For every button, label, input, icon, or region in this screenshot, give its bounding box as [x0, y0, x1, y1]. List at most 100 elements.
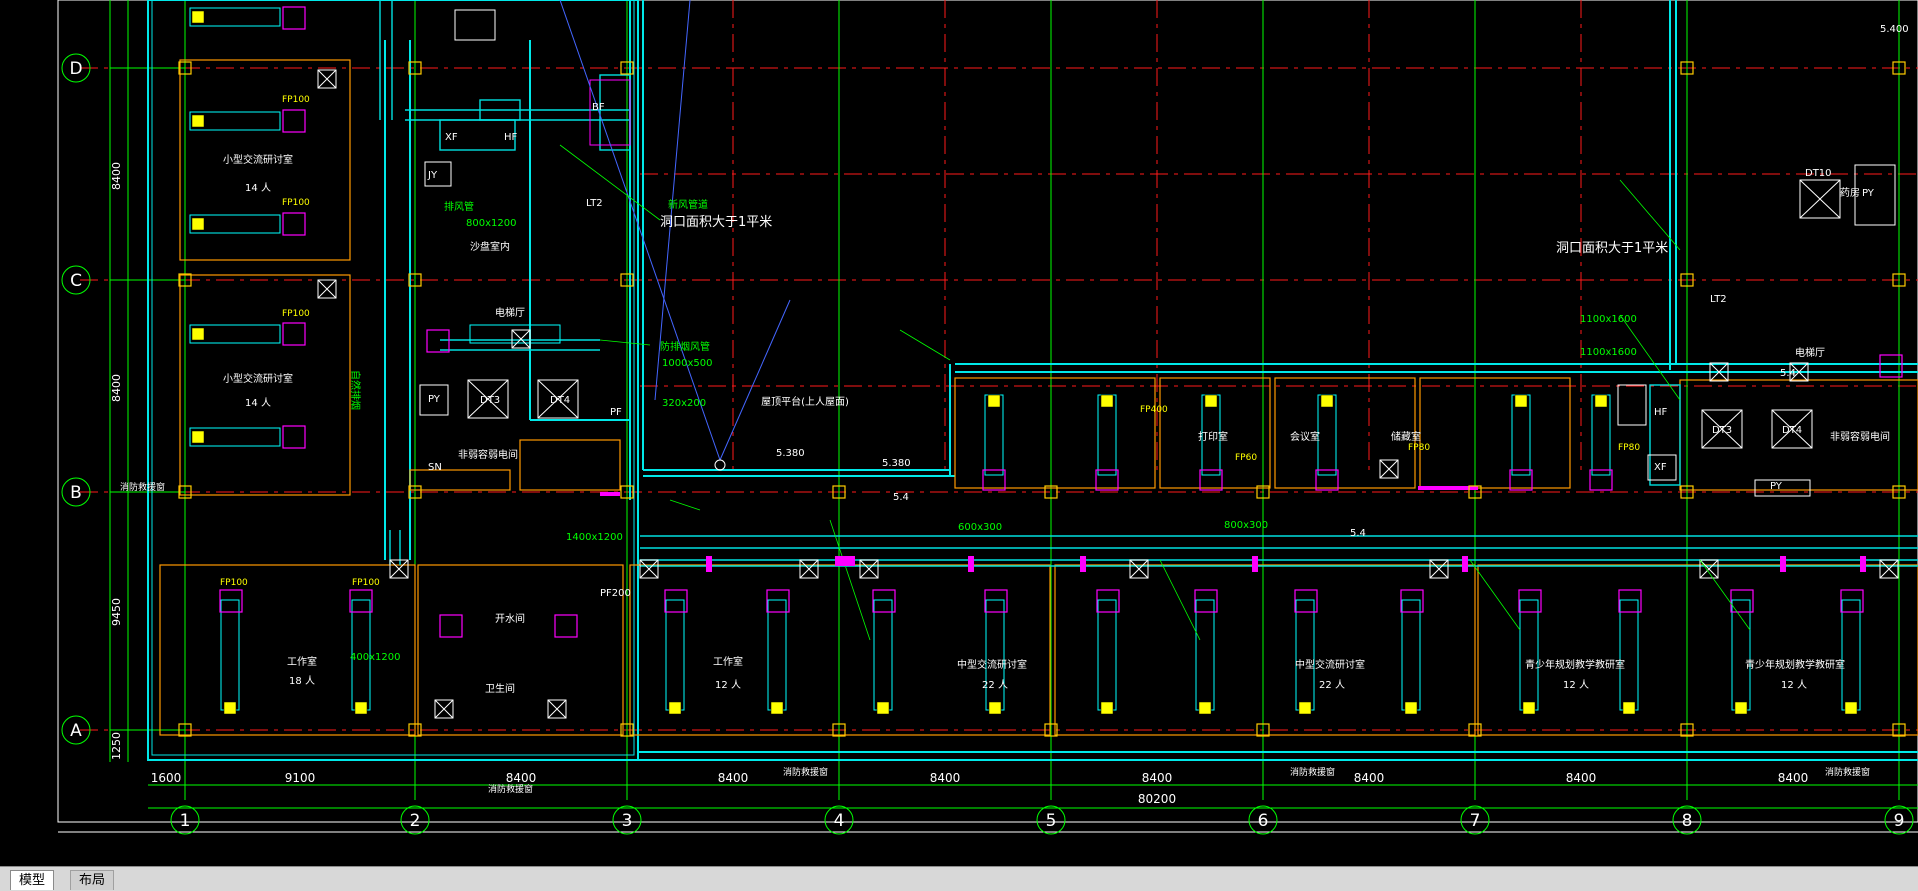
room-labels: 小型交流研讨室 14 人 小型交流研讨室 14 人 工作室 18 人 工作室 1… — [223, 153, 1890, 695]
tag-dt3: DT3 — [480, 395, 500, 406]
column-axis-1: 1 — [180, 811, 191, 831]
annotation-duct-1100x1600-a: 1100x1600 — [1580, 314, 1637, 325]
tag-fp-4: FP100 — [282, 198, 310, 208]
annotation-duct-320x200: 320x200 — [662, 398, 706, 409]
annotation-fire-damper: 排风管 — [444, 200, 474, 213]
side-label-5: 消防救援窗 — [1825, 766, 1870, 778]
tag-py-2: PY — [1770, 481, 1783, 492]
tag-fp-2: FP100 — [352, 578, 380, 588]
side-label-4: 消防救援窗 — [1290, 766, 1335, 778]
room-medium-1: 中型交流研讨室 — [957, 658, 1027, 671]
side-label-2: 消防救援窗 — [488, 783, 533, 795]
room-medium-1-count: 22 人 — [982, 679, 1008, 691]
room-youth-2: 青少年规划教学教研室 — [1745, 658, 1845, 671]
column-axis-8: 8 — [1682, 811, 1693, 831]
col-dim-9: 8400 — [1778, 771, 1809, 785]
tag-dt3-2: DT3 — [1712, 425, 1732, 436]
level-mark-5: 5.4 — [1350, 528, 1366, 539]
row-dimension-chain: 8400 8400 9450 1250 — [109, 0, 129, 762]
building-walls — [147, 0, 1918, 761]
tag-lt2: LT2 — [586, 198, 603, 209]
tag-fp-1: FP100 — [220, 578, 248, 588]
tag-dt4-2: DT4 — [1782, 425, 1802, 436]
tag-pf200: PF200 — [600, 588, 631, 599]
annotation-duct-1100x1600-b: 1100x1600 — [1580, 347, 1637, 358]
room-weak-current-2: 非弱容弱电间 — [1830, 430, 1890, 443]
row-dim-3: 9450 — [110, 598, 123, 626]
row-dim-1: 8400 — [110, 162, 123, 190]
room-elevator-hall-1: 电梯厅 — [495, 306, 525, 319]
level-mark-4: 5.4 — [893, 492, 909, 503]
col-dim-8: 8400 — [1566, 771, 1597, 785]
room-meeting-small-1-count: 14 人 — [245, 182, 271, 194]
tag-fp400: FP400 — [1140, 405, 1168, 415]
room-studio-1-count: 18 人 — [289, 675, 315, 687]
tag-py-3: PY — [1862, 188, 1875, 199]
col-dim-3: 8400 — [506, 771, 537, 785]
tag-lt2-2: LT2 — [1710, 294, 1727, 305]
fan-coil-units — [189, 6, 1903, 715]
side-label-3: 消防救援窗 — [783, 766, 828, 778]
tag-fp80-a: FP80 — [1408, 443, 1430, 453]
room-weak-current: 非弱容弱电间 — [458, 448, 518, 461]
annotation-opening-area-2: 洞口面积大于1平米 — [1556, 241, 1668, 256]
column-axis-5: 5 — [1046, 811, 1057, 831]
equipment-boxes — [419, 9, 1896, 497]
level-mark-2: 5.380 — [776, 448, 805, 459]
tag-fp60: FP60 — [1235, 453, 1257, 463]
annotation-duct-800x300: 800x300 — [1224, 520, 1268, 531]
room-meeting: 会议室 — [1290, 430, 1320, 443]
structural-columns — [178, 61, 1906, 737]
room-elevator-hall-2: 电梯厅 — [1795, 346, 1825, 359]
annotation-duct-1000x500: 1000x500 — [662, 358, 712, 369]
room-youth-1-count: 12 人 — [1563, 679, 1589, 691]
annotation-smoke-exhaust: 防排烟风管 — [660, 340, 710, 353]
tab-layout[interactable]: 布局 — [70, 870, 115, 890]
layout-tab-bar: 模型 布局 — [0, 866, 1918, 891]
col-dim-4: 8400 — [718, 771, 749, 785]
annotation-duct-600x300: 600x300 — [958, 522, 1002, 533]
cad-drawing-canvas[interactable]: D C B A 8400 8400 9450 1250 1600 9100 84… — [0, 0, 1918, 866]
air-outlets — [317, 69, 1899, 719]
side-label-1: 消防救援窗 — [120, 481, 165, 493]
tag-hf-2: HF — [1654, 407, 1668, 418]
room-youth-2-count: 12 人 — [1781, 679, 1807, 691]
row-axis-d: D — [69, 59, 82, 79]
tag-dt4: DT4 — [550, 395, 570, 406]
column-axis-7: 7 — [1470, 811, 1481, 831]
column-axis-4: 4 — [834, 811, 845, 831]
room-sand-table: 沙盘室内 — [470, 240, 510, 253]
equipment-tags: FP100 FP100 FP100 FP100 FP100 FP80 FP80 … — [220, 95, 1875, 599]
annotation-natural-smoke: 自然排烟 — [349, 370, 362, 410]
column-axis-9: 9 — [1894, 811, 1905, 831]
room-studio-2: 工作室 — [713, 655, 743, 668]
annotation-duct-400x1200-a: 400x1200 — [350, 652, 400, 663]
col-dim-5: 8400 — [930, 771, 961, 785]
room-studio-2-count: 12 人 — [715, 679, 741, 691]
level-mark-1: 5.400 — [1880, 24, 1909, 35]
room-tea: 开水间 — [495, 612, 525, 625]
row-dim-2: 8400 — [110, 374, 123, 402]
duct-annotations: 洞口面积大于1平米 洞口面积大于1平米 排风管 新风管道 防排烟风管 自然排烟 … — [120, 198, 1870, 795]
tag-fp80-b: FP80 — [1618, 443, 1640, 453]
row-axis-bubbles: D C B A — [61, 53, 91, 745]
duct-fittings — [600, 486, 1866, 572]
tag-sn: SN — [428, 462, 442, 473]
annotation-leaders — [559, 144, 1751, 641]
level-marks: 5.400 5.380 5.380 5.4 5.4 5.4 — [776, 24, 1909, 539]
level-mark-6: 5.4 — [1780, 368, 1796, 379]
col-dim-1: 1600 — [151, 771, 182, 785]
col-dim-6: 8400 — [1142, 771, 1173, 785]
room-pharmacy: 药房 — [1840, 186, 1860, 199]
tag-fp-5: FP100 — [282, 309, 310, 319]
column-dimension-lines — [148, 784, 1918, 809]
tag-pf: PF — [610, 407, 622, 418]
room-meeting-small-1: 小型交流研讨室 — [223, 153, 293, 166]
room-meeting-small-2-count: 14 人 — [245, 397, 271, 409]
tab-model[interactable]: 模型 — [10, 870, 55, 890]
column-dimensions: 1600 9100 8400 8400 8400 8400 8400 8400 … — [151, 771, 1809, 806]
room-partitions — [159, 59, 1918, 736]
tag-jy: JY — [427, 170, 438, 181]
room-medium-2: 中型交流研讨室 — [1295, 658, 1365, 671]
tag-hf: HF — [504, 132, 518, 143]
